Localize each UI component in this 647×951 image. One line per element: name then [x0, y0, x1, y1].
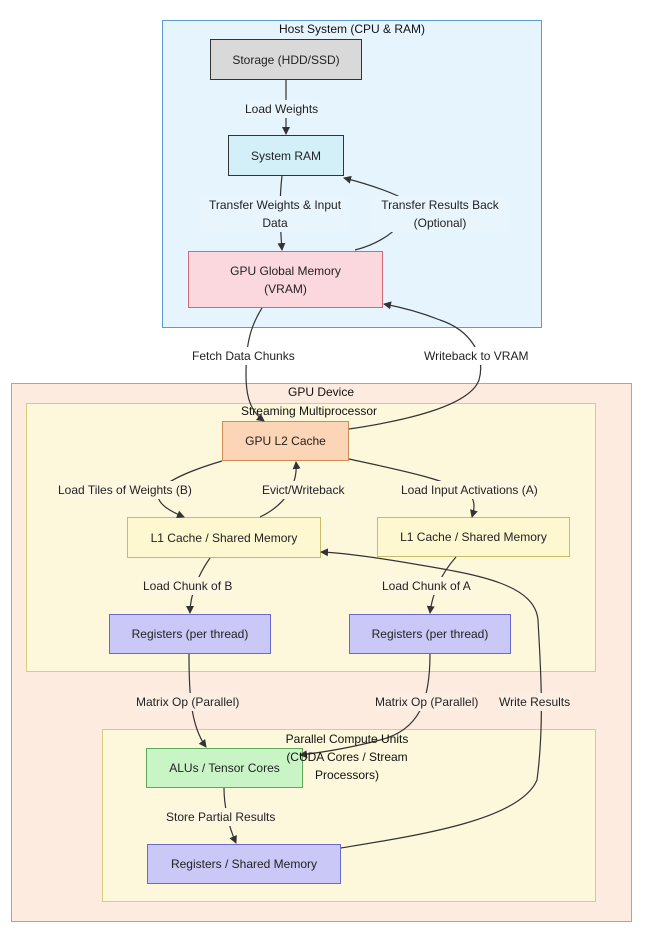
l1-cache-right-label: L1 Cache / Shared Memory: [400, 530, 547, 544]
edge-regs-right-to-alus: [299, 653, 431, 759]
edge-label-write-results: Write Results: [499, 693, 571, 711]
edge-l2-to-vram: [348, 301, 482, 430]
l1-cache-left-node: L1 Cache / Shared Memory: [127, 517, 321, 558]
parallel-compute-title: Parallel Compute Units (CUDA Cores / Str…: [257, 730, 437, 784]
gpu-l2-cache-node: GPU L2 Cache: [222, 421, 349, 461]
parallel-compute-title-line1: Parallel Compute Units: [285, 732, 409, 746]
system-ram-node: System RAM: [228, 135, 344, 176]
host-system-title: Host System (CPU & RAM): [278, 22, 425, 36]
l1-cache-left-label: L1 Cache / Shared Memory: [150, 530, 298, 545]
edge-label-results-back-line2: (Optional): [413, 216, 467, 230]
registers-left-node: Registers (per thread): [109, 614, 271, 654]
edge-label-matrix-op-left: Matrix Op (Parallel): [136, 693, 240, 711]
edge-label-matrix-op-right: Matrix Op (Parallel): [375, 693, 479, 711]
vram-node: GPU Global Memory (VRAM): [188, 251, 383, 308]
edge-label-load-weights: Load Weights: [245, 100, 319, 118]
registers-left-label: Registers (per thread): [131, 627, 249, 641]
edge-label-results-back: Transfer Results Back (Optional): [372, 196, 508, 232]
registers-right-label: Registers (per thread): [371, 627, 489, 641]
edge-label-load-chunk-a: Load Chunk of A: [382, 577, 471, 595]
l1-cache-right-node: L1 Cache / Shared Memory: [377, 517, 570, 557]
edge-label-transfer: Transfer Weights & Input Data: [200, 196, 350, 232]
registers-shared-memory-node: Registers / Shared Memory: [147, 844, 341, 884]
alus-tensor-cores-node: ALUs / Tensor Cores: [146, 748, 303, 788]
edge-label-transfer-line2: Data: [262, 216, 288, 230]
alus-tensor-cores-label: ALUs / Tensor Cores: [169, 761, 280, 775]
registers-shared-memory-label: Registers / Shared Memory: [170, 857, 318, 871]
vram-label-line2: (VRAM): [264, 281, 307, 296]
edge-label-results-back-line1: Transfer Results Back: [381, 198, 499, 212]
system-ram-label: System RAM: [250, 148, 321, 163]
edge-label-transfer-line1: Transfer Weights & Input: [208, 198, 342, 212]
edge-vram-to-l2: [245, 307, 265, 422]
edge-label-writeback-vram: Writeback to VRAM: [424, 347, 529, 365]
edge-label-fetch-chunks: Fetch Data Chunks: [192, 347, 295, 365]
streaming-multiprocessor-title: Streaming Multiprocessor: [240, 404, 378, 418]
parallel-compute-title-line3: Processors): [314, 768, 379, 782]
registers-right-node: Registers (per thread): [349, 614, 511, 654]
storage-label: Storage (HDD/SSD): [232, 52, 340, 67]
edge-label-load-activations-a: Load Input Activations (A): [401, 481, 538, 499]
gpu-device-title: GPU Device: [287, 385, 355, 399]
edge-regs-shared-to-l1-left: [320, 548, 542, 849]
gpu-l2-cache-label: GPU L2 Cache: [245, 434, 326, 448]
storage-node: Storage (HDD/SSD): [210, 39, 362, 80]
edge-label-store-partial: Store Partial Results: [166, 808, 276, 826]
edge-label-evict-writeback: Evict/Writeback: [262, 481, 345, 499]
vram-label-line1: GPU Global Memory: [230, 263, 341, 278]
parallel-compute-title-line2: (CUDA Cores / Stream: [286, 750, 408, 764]
edge-label-load-chunk-b: Load Chunk of B: [143, 577, 233, 595]
edge-label-load-tiles-b: Load Tiles of Weights (B): [58, 481, 192, 499]
